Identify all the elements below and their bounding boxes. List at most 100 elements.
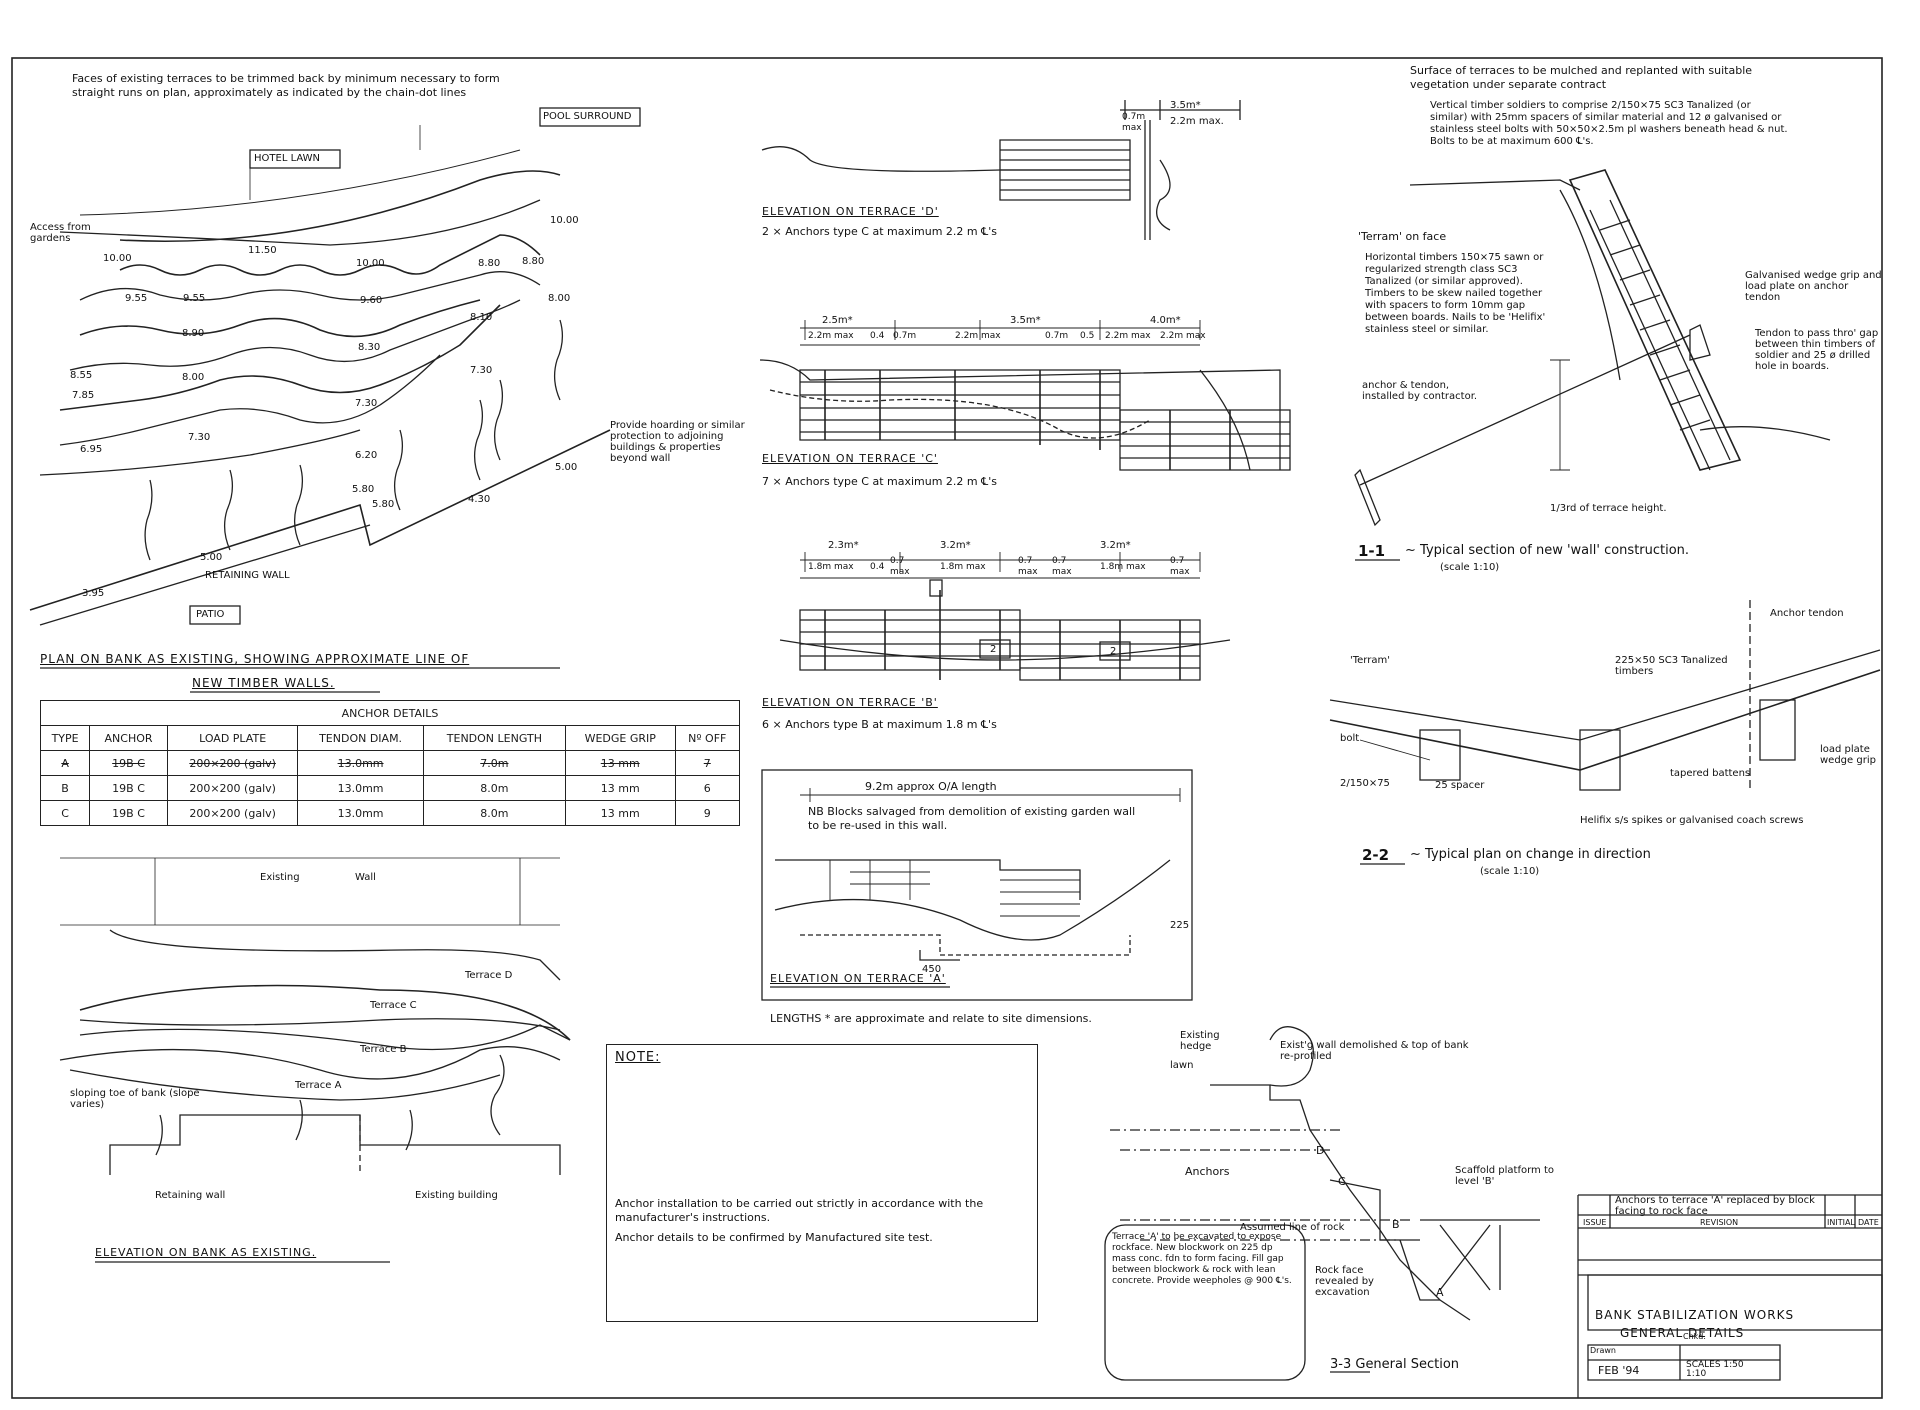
hoarding-note: Provide hoarding or similar protection t… (610, 420, 745, 464)
soldier-label: 2/150×75 (1340, 778, 1390, 789)
level: 9.55 (183, 293, 206, 304)
elevation-on-bank (59, 857, 571, 1175)
terrace-b-subdim: 0.7 max (1052, 556, 1072, 577)
level: 8.55 (70, 370, 93, 381)
level: 5.80 (352, 484, 375, 495)
table-cell: 13.0mm (297, 750, 424, 776)
terrace-b-marker: 2 (990, 644, 997, 655)
terrace-c-title: ELEVATION ON TERRACE 'C' (762, 452, 938, 465)
table-cell: 6 (674, 775, 741, 801)
drawn-label: Drawn (1590, 1346, 1616, 1355)
surface-note: Surface of terraces to be mulched and re… (1410, 64, 1753, 91)
section-2-2-title: ~ Typical plan on change in direction (1410, 847, 1651, 862)
level: 6.95 (80, 444, 103, 455)
level: 5.80 (372, 499, 395, 510)
header-cell: TENDON LENGTH (422, 725, 566, 751)
section-1-1-title: ~ Typical section of new 'wall' construc… (1405, 543, 1690, 558)
plan-title-line1: PLAN ON BANK AS EXISTING, SHOWING APPROX… (40, 652, 470, 666)
terrace-c-anchors: 7 × Anchors type C at maximum 2.2 m ℄'s (762, 475, 997, 488)
terrace-d-dim-total: 3.5m* (1170, 100, 1201, 111)
table-cell: 13.0mm (297, 800, 424, 826)
terrace-d-dim-b: 2.2m max. (1170, 116, 1224, 127)
terram-label-2: 'Terram' (1350, 655, 1390, 666)
terrace-a-title: ELEVATION ON TERRACE 'A' (770, 972, 946, 985)
terrace-b-subdim: 0.7 max (1170, 556, 1190, 577)
revision-text: Anchors to terrace 'A' replaced by block… (1615, 1195, 1815, 1217)
assumed-rock-label: Assumed line of rock (1240, 1222, 1345, 1233)
table-cell: 8.0m (422, 800, 566, 826)
level: 8.80 (522, 256, 545, 267)
terrace-a-note: NB Blocks salvaged from demolition of ex… (808, 805, 1136, 832)
sheet-border (11, 57, 1883, 1399)
terrace-b-dim: 3.2m* (1100, 540, 1131, 551)
terrace-c-subdim: 2.2m max (808, 331, 854, 341)
terrace-b-title: ELEVATION ON TERRACE 'B' (762, 696, 938, 709)
lengths-note: LENGTHS * are approximate and relate to … (770, 1012, 1092, 1025)
level: 8.00 (182, 372, 205, 383)
load-plate-label: load plate wedge grip (1820, 744, 1876, 766)
table-cell: 200×200 (galv) (166, 750, 299, 776)
lawn-label: lawn (1170, 1060, 1194, 1071)
anchor-installed-note: anchor & tendon, installed by contractor… (1362, 380, 1478, 402)
section-1-1 (1354, 169, 1831, 527)
table-cell: C (39, 800, 91, 826)
table-cell: 13.0mm (297, 775, 424, 801)
anchor-tendon-label: Anchor tendon (1770, 608, 1844, 619)
level: 6.20 (355, 450, 378, 461)
plan-on-bank (29, 107, 641, 626)
table-cell: 19B C (89, 775, 168, 801)
table-cell: 19B C (89, 800, 168, 826)
col-revision: REVISION (1700, 1218, 1739, 1227)
level: 5.00 (555, 462, 578, 473)
terrace-b-subdim: 1.8m max (808, 562, 854, 572)
patio-label: PATIO (196, 609, 225, 620)
retaining-wall-label: RETAINING WALL (205, 570, 290, 581)
terrace-c-subdim: 2.2m max (1160, 331, 1206, 341)
level-label-c: C (1338, 1175, 1346, 1188)
table-row: B 19B C 200×200 (galv) 13.0mm 8.0m 13 mm… (39, 775, 741, 801)
retaining-wall-label-elev: Retaining wall (155, 1190, 226, 1201)
table-cell: 200×200 (galv) (166, 775, 299, 801)
level: 4.30 (468, 494, 491, 505)
terrace-a-dim-450: 450 (922, 964, 942, 975)
level: 7.30 (188, 432, 211, 443)
table-cell: 13 mm (564, 800, 676, 826)
table-cell: 8.0m (422, 775, 566, 801)
terrace-c-dim: 2.5m* (822, 315, 853, 326)
existing-label: Existing (260, 872, 300, 883)
terrace-d-elevation (761, 100, 1241, 240)
section-3-3 (1104, 1026, 1540, 1381)
level-label-b: B (1392, 1218, 1400, 1231)
scaffold-note: Scaffold platform to level 'B' (1455, 1165, 1554, 1187)
plan-title-line2: NEW TIMBER WALLS. (192, 676, 335, 690)
section-3-3-title: 3-3 General Section (1330, 1357, 1460, 1372)
table-cell: 13 mm (564, 750, 676, 776)
section-2-2 (1329, 600, 1881, 791)
terrace-c-subdim: 0.7m (1045, 331, 1069, 341)
table-cell: B (39, 775, 91, 801)
terrace-d-title: ELEVATION ON TERRACE 'D' (762, 205, 939, 218)
wall-label: Wall (355, 872, 376, 883)
table-cell: 200×200 (galv) (166, 800, 299, 826)
header-cell: WEDGE GRIP (564, 725, 676, 751)
terrace-c-dim: 3.5m* (1010, 315, 1041, 326)
terrace-b-label: Terrace B (360, 1044, 407, 1055)
soldiers-note: Vertical timber soldiers to comprise 2/1… (1430, 100, 1788, 147)
project-title: BANK STABILIZATION WORKS (1595, 1308, 1795, 1322)
access-label: Access from gardens (30, 222, 91, 244)
level: 10.00 (356, 258, 385, 269)
pool-surround-label: POOL SURROUND (543, 111, 632, 122)
elevation-bank-title: ELEVATION ON BANK AS EXISTING. (95, 1246, 317, 1259)
tendon-pass-note: Tendon to pass thro' gap between thin ti… (1755, 328, 1879, 372)
terrace-c-subdim: 0.5 (1080, 331, 1095, 341)
terrace-d-dim-a: 0.7m max (1122, 112, 1146, 133)
terrace-b-dim: 2.3m* (828, 540, 859, 551)
level-label-d: D (1316, 1144, 1325, 1157)
sloping-toe-label: sloping toe of bank (slope varies) (70, 1088, 200, 1110)
level-label-a: A (1436, 1286, 1444, 1299)
terrace-c-dim: 4.0m* (1150, 315, 1181, 326)
plan-note: Faces of existing terraces to be trimmed… (72, 72, 500, 99)
terrace-b-subdim: 0.7 max (890, 556, 910, 577)
hedge-label: Existing hedge (1180, 1030, 1220, 1052)
